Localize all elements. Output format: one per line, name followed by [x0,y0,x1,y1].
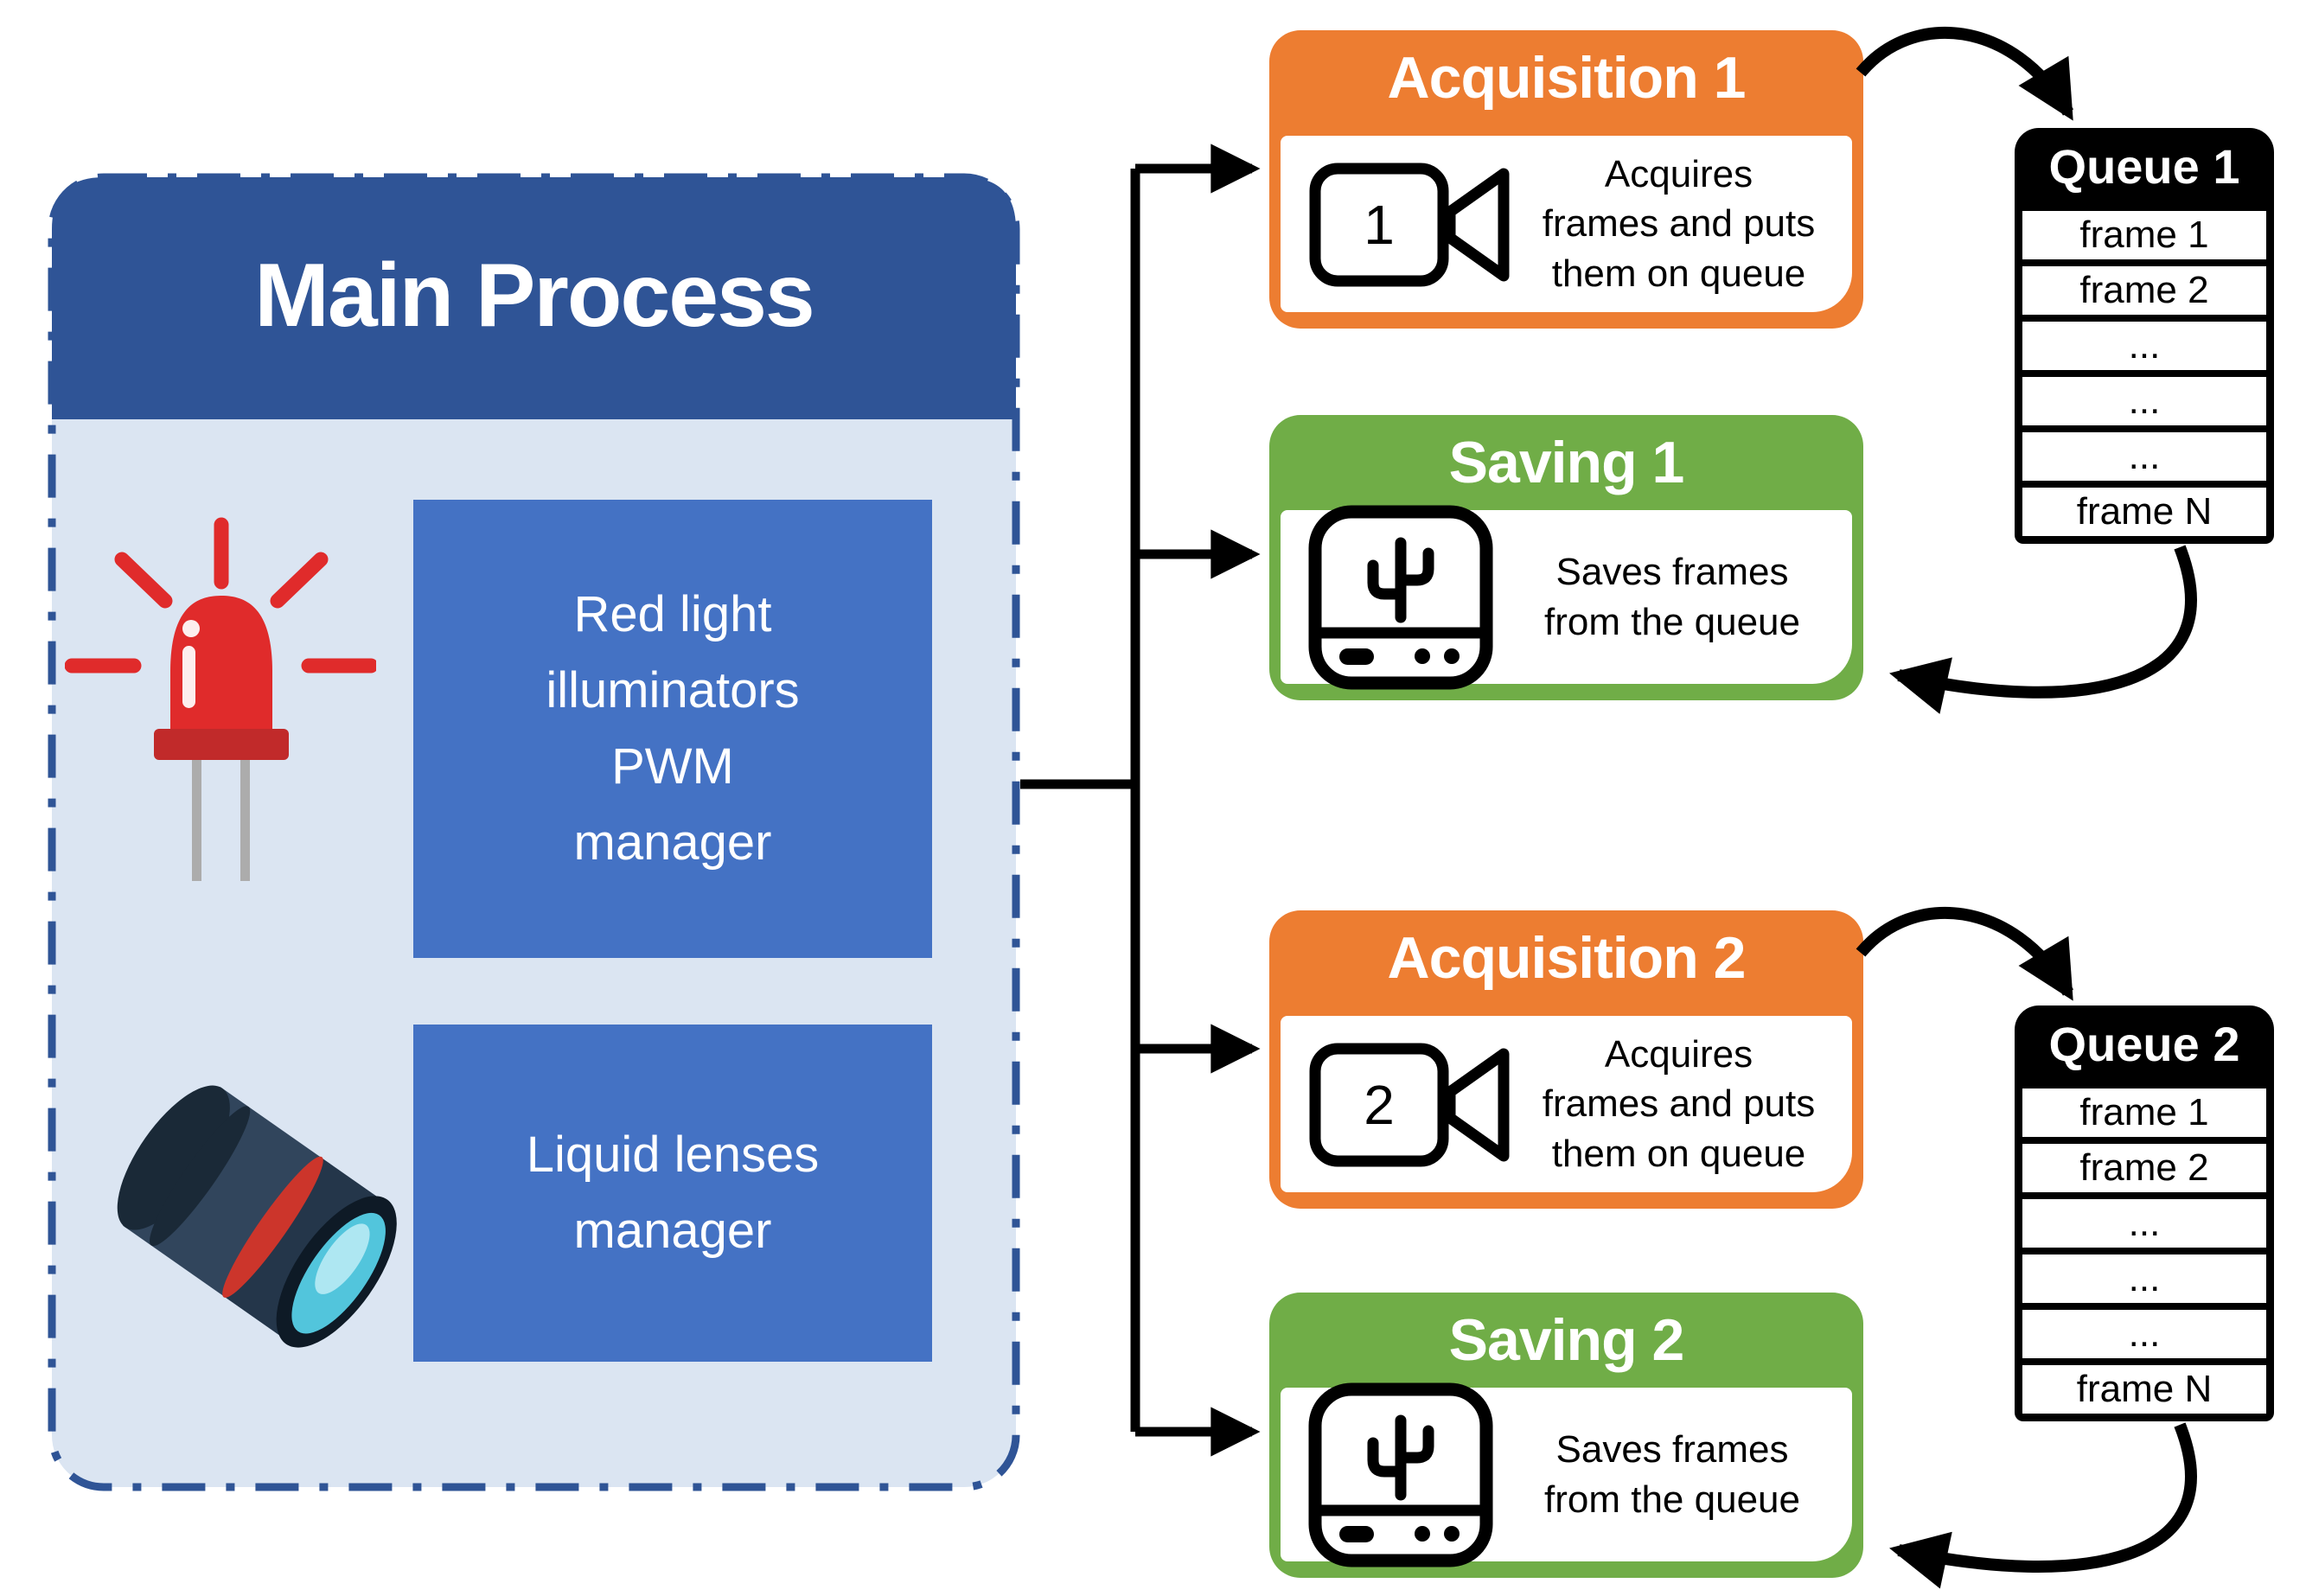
queue-2-row: ... [2022,1254,2266,1303]
queue-2-row: ... [2022,1199,2266,1248]
hard-drive-icon [1308,505,1493,689]
queue-1-row: frame N [2022,488,2266,536]
red-light-pwm-manager-label: Red light illuminators PWM manager [546,585,800,871]
queue-2-row: ... [2022,1310,2266,1358]
led-leg-right [240,760,250,881]
queue-1-table: Queue 1 frame 1 frame 2 ... ... ... fram… [2015,128,2274,544]
hard-drive-icon [1308,1382,1493,1567]
video-camera-icon: 1 [1309,163,1510,287]
liquid-lenses-manager-box: Liquid lenses manager [413,1025,932,1362]
saving-2-description: Saves frames from the queue [1544,1428,1800,1521]
acquisition-1-content: 1 Acquires frames and puts them on queue [1281,136,1852,312]
main-process-title: Main Process [254,246,815,346]
camera-lens-icon [117,1085,397,1348]
acquisition-2-box: Acquisition 2 2 Acquires frames and puts… [1269,910,1863,1209]
saving-2-box: Saving 2 Saves frames from the queue [1269,1293,1863,1578]
led-leg-left [192,760,201,881]
led-highlight-bar [182,646,195,708]
led-rays [65,517,376,674]
acquisition-2-description: Acquires frames and puts them on queue [1542,1033,1816,1175]
lens-barrel [117,1085,397,1348]
queue-1-row: ... [2022,377,2266,425]
red-led-icon [65,517,376,881]
camera-2-number: 2 [1364,1074,1395,1136]
usb-symbol [1367,537,1434,622]
video-camera-icon: 2 [1309,1043,1510,1167]
led-highlight-dot [182,620,200,637]
queue-2-title: Queue 2 [2048,1016,2240,1071]
queue-1-title: Queue 1 [2048,138,2240,194]
red-light-pwm-manager-box: Red light illuminators PWM manager [413,500,932,958]
acquisition-1-description: Acquires frames and puts them on queue [1542,153,1816,295]
acquisition-1-box: Acquisition 1 1 Acquires frames and puts… [1269,30,1863,329]
usb-symbol [1367,1414,1434,1500]
lens-glass-highlight [315,1223,370,1294]
camera-1-number: 1 [1364,194,1395,256]
acquisition-2-title: Acquisition 2 [1387,925,1747,991]
queue-1-row: ... [2022,322,2266,370]
queue-2-row: frame 1 [2022,1088,2266,1137]
queue-1-row: frame 1 [2022,211,2266,259]
saving-1-content: Saves frames from the queue [1281,505,1852,689]
main-process-header [52,177,1016,419]
acquisition-1-title: Acquisition 1 [1387,45,1747,111]
lens-red-ring [222,1156,323,1298]
acquisition-2-content: 2 Acquires frames and puts them on queue [1281,1016,1852,1192]
saving-1-box: Saving 1 Saves frames from the queue [1269,415,1863,700]
led-base [154,729,289,760]
queue-2-table: Queue 2 frame 1 frame 2 ... ... ... fram… [2015,1005,2274,1421]
saving-2-title: Saving 2 [1448,1307,1685,1373]
saving-1-title: Saving 1 [1448,430,1685,495]
queue-1-row: frame 2 [2022,266,2266,315]
queue-2-row: frame N [2022,1365,2266,1414]
saving-1-description: Saves frames from the queue [1544,551,1800,643]
queue-1-row: ... [2022,432,2266,481]
queue-2-row: frame 2 [2022,1144,2266,1192]
liquid-lenses-manager-label: Liquid lenses manager [526,1126,820,1259]
saving-2-content: Saves frames from the queue [1281,1382,1852,1567]
